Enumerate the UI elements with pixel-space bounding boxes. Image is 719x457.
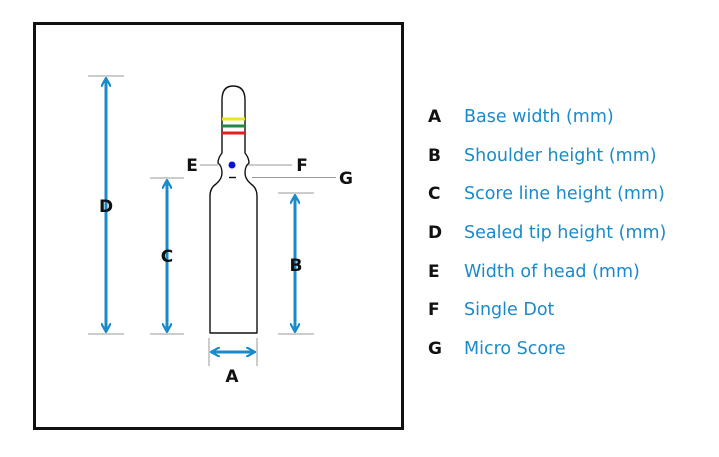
label-f: F — [296, 156, 308, 176]
legend-key: D — [428, 223, 443, 244]
legend-key: C — [428, 184, 441, 205]
legend-text: Micro Score — [464, 338, 566, 359]
legend-row-g: G Micro Score — [428, 330, 713, 369]
label-c: C — [161, 247, 173, 267]
single-dot — [228, 161, 236, 169]
label-b: B — [290, 256, 303, 276]
legend-row-c: C Score line height (mm) — [428, 175, 713, 214]
legend-row-b: B Shoulder height (mm) — [428, 137, 713, 176]
legend-row-a: A Base width (mm) — [428, 98, 713, 137]
legend-text: Shoulder height (mm) — [464, 145, 657, 166]
legend-text: Base width (mm) — [464, 107, 614, 128]
legend-key: G — [428, 338, 442, 359]
label-a: A — [225, 367, 239, 387]
legend: A Base width (mm) B Shoulder height (mm)… — [428, 98, 713, 368]
legend-row-f: F Single Dot — [428, 291, 713, 330]
legend-row-e: E Width of head (mm) — [428, 252, 713, 291]
legend-key: F — [428, 300, 440, 321]
legend-text: Single Dot — [464, 300, 555, 321]
label-d: D — [99, 197, 113, 217]
ampoule-outline — [209, 85, 258, 334]
legend-row-d: D Sealed tip height (mm) — [428, 214, 713, 253]
label-g: G — [339, 169, 353, 189]
legend-key: B — [428, 145, 441, 166]
legend-text: Width of head (mm) — [464, 261, 640, 282]
legend-key: A — [428, 107, 442, 128]
legend-text: Sealed tip height (mm) — [464, 223, 667, 244]
label-e: E — [186, 156, 198, 176]
legend-text: Score line height (mm) — [464, 184, 665, 205]
legend-key: E — [428, 261, 440, 282]
